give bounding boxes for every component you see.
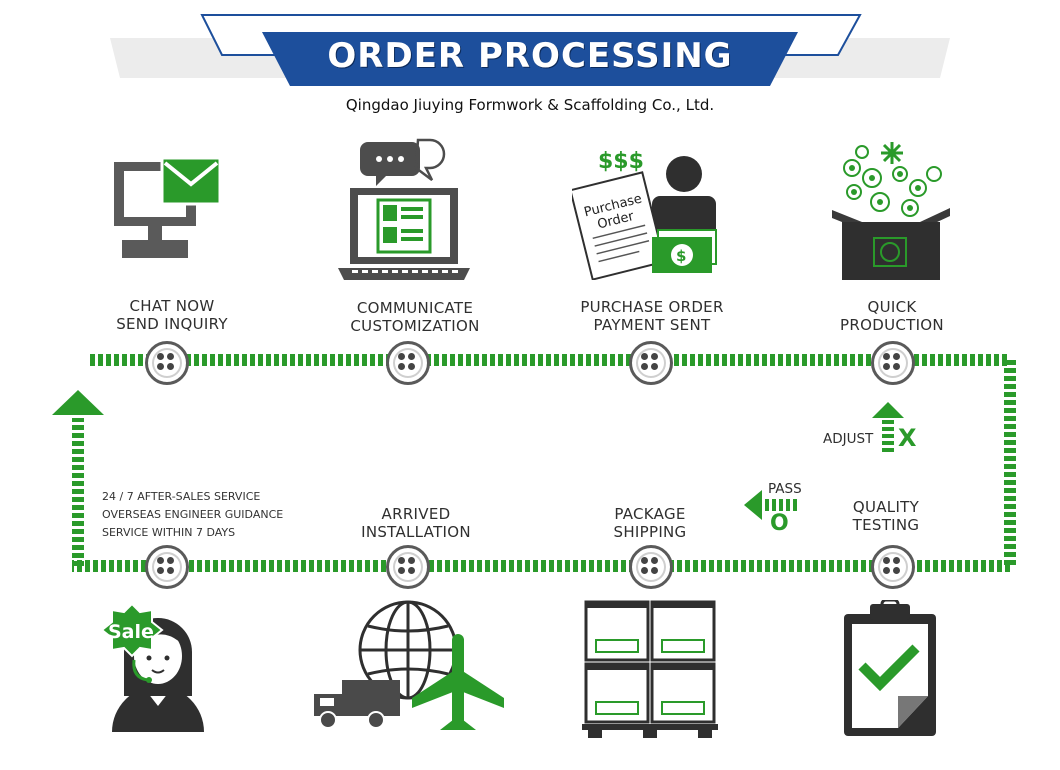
pallet-boxes-icon (582, 600, 718, 738)
purchase-payment-icon: Purchase Order $$$ $ (572, 149, 717, 280)
adjust-arrow-icon (872, 402, 904, 452)
adjust-label: ADJUST (823, 431, 874, 447)
flow-node (871, 341, 915, 385)
flow-node (145, 341, 189, 385)
monitor-mail-icon (114, 158, 222, 258)
flow-node (145, 545, 189, 589)
bill-dollar: $ (676, 247, 686, 265)
flow-node (629, 545, 673, 589)
adjust-x-mark: X (898, 424, 917, 452)
flow-node (871, 545, 915, 589)
support-agent-icon: Sale (100, 602, 204, 732)
pass-label: PASS (768, 481, 802, 497)
globe-transport-icon (314, 600, 504, 730)
page-title: ORDER PROCESSING (327, 36, 733, 76)
sale-badge-text: Sale (108, 621, 154, 643)
laptop-chat-icon (338, 138, 470, 280)
return-arrow-head (52, 390, 104, 415)
dollar-signs: $$$ (598, 149, 644, 174)
production-box-icon (832, 142, 950, 280)
flow-node (386, 545, 430, 589)
pass-arrow-icon (744, 490, 797, 520)
flow-node (386, 341, 430, 385)
header-banner (110, 14, 950, 86)
clipboard-check-icon (844, 600, 936, 736)
company-subtitle: Qingdao Jiuying Formwork & Scaffolding C… (345, 96, 715, 114)
pass-o-mark: O (770, 511, 789, 536)
flow-node (629, 341, 673, 385)
